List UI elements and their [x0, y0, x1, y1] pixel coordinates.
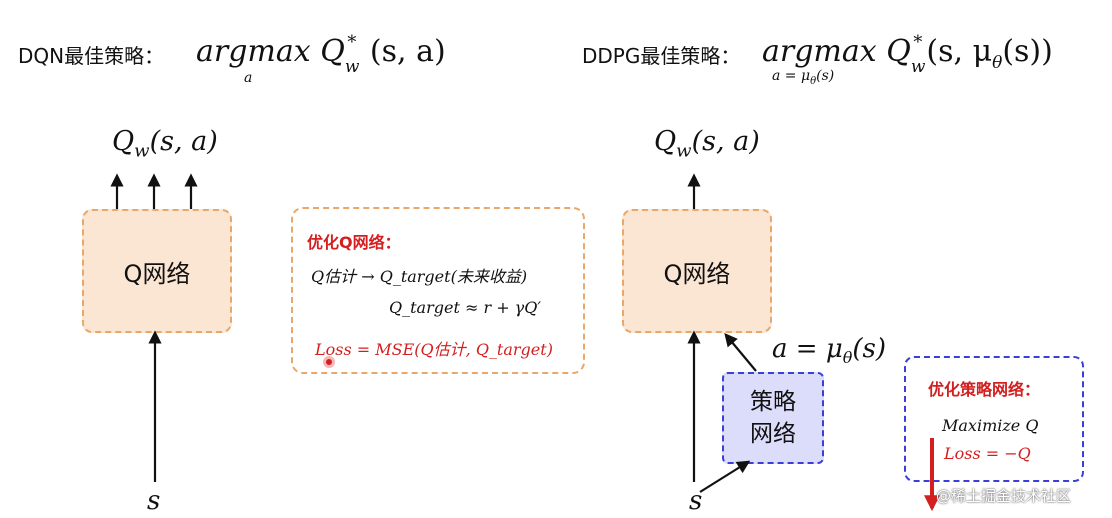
ddpg-action-label: a = μθ(s): [772, 334, 886, 367]
policy-network-label-line1: 策略: [750, 389, 796, 415]
ddpg-action-a: a = μ: [772, 334, 843, 364]
state-to-policy-arrow: [699, 460, 751, 493]
ddpg-formula-argmax: argmax Q: [762, 34, 911, 69]
dqn-formula-argmax: argmax Q: [196, 34, 345, 69]
dqn-output-label: Qw(s, a): [112, 126, 218, 161]
ddpg-sub-end: (s): [816, 68, 835, 84]
ddpg-formula-w: w: [910, 57, 926, 77]
dqn-formula-args: (s, a): [360, 34, 446, 69]
ddpg-output-label: Qw(s, a): [654, 126, 760, 161]
dqn-output-q: Q: [112, 126, 135, 157]
dqn-formula: argmax Qw * (s, a): [196, 32, 446, 77]
ddpg-title: DDPG最佳策略：: [582, 44, 741, 68]
dqn-output-w: w: [134, 140, 150, 162]
optimize-q-loss: Loss = MSE(Q估计, Q_target): [315, 340, 553, 359]
optimize-q-line1: Q估计 → Q_target(未来收益): [311, 267, 528, 286]
cursor-dot: [323, 356, 335, 368]
ddpg-sub-a: a = μ: [772, 68, 811, 84]
optimize-q-note: 优化Q网络： Q估计 → Q_target(未来收益) Q_target ≈ r…: [291, 207, 585, 374]
policy-network-box: 策略 网络: [722, 372, 824, 464]
optimize-policy-loss: Loss = −Q: [944, 444, 1031, 463]
dqn-output-args: (s, a): [149, 126, 218, 157]
dqn-title: DQN最佳策略：: [18, 44, 165, 68]
dqn-q-network-box: Q网络: [82, 209, 232, 333]
dqn-formula-subscript: a: [244, 70, 253, 86]
ddpg-sub-theta: θ: [810, 75, 817, 87]
ddpg-output-q: Q: [654, 126, 677, 157]
ddpg-formula-args: (s, μ: [926, 34, 993, 69]
dqn-formula-w: w: [344, 57, 360, 77]
policy-network-label-line2: 网络: [750, 421, 796, 447]
dqn-formula-star: *: [347, 32, 357, 53]
ddpg-formula-end: (s)): [1002, 34, 1053, 69]
ddpg-action-theta: θ: [842, 348, 853, 368]
ddpg-q-network-label: Q网络: [663, 259, 731, 288]
optimize-policy-title: 优化策略网络：: [928, 380, 1041, 399]
policy-to-q-arrow: [724, 332, 757, 372]
ddpg-action-end: (s): [852, 334, 886, 364]
ddpg-formula-subscript: a = μθ(s): [772, 68, 834, 87]
ddpg-output-args: (s, a): [691, 126, 760, 157]
ddpg-q-network-box: Q网络: [622, 209, 772, 333]
ddpg-input-state: s: [689, 486, 703, 516]
dqn-q-network-label: Q网络: [123, 259, 191, 288]
ddpg-output-w: w: [676, 140, 692, 162]
ddpg-formula: argmax Qw *(s, μθ(s)): [762, 32, 1053, 77]
dqn-input-state: s: [147, 486, 161, 516]
optimize-q-title: 优化Q网络：: [307, 233, 401, 252]
optimize-policy-maximize: Maximize Q: [942, 416, 1039, 435]
watermark: @稀土掘金技术社区: [936, 487, 1072, 505]
optimize-q-line2: Q_target ≈ r + γQ′: [389, 298, 541, 317]
ddpg-formula-theta: θ: [992, 53, 1003, 73]
ddpg-formula-star: *: [913, 32, 923, 53]
